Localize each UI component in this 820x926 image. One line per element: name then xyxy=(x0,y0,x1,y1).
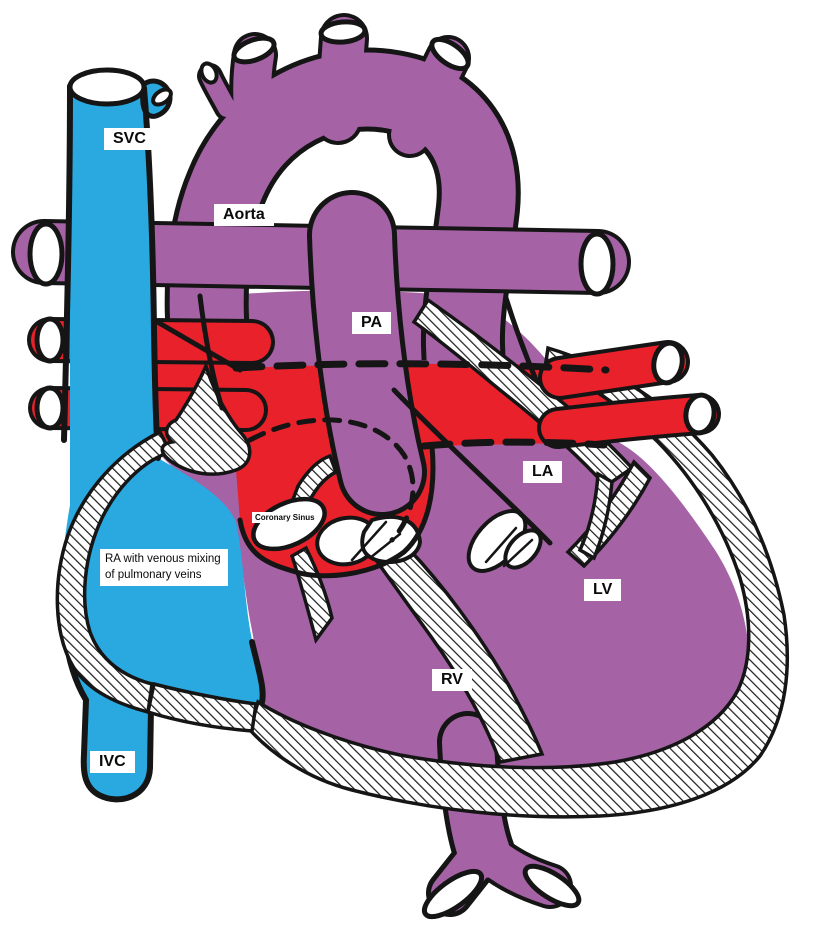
label-la: LA xyxy=(523,461,563,484)
label-svc: SVC xyxy=(104,128,155,151)
branch-opening xyxy=(231,35,277,65)
descending-aorta-edge xyxy=(503,295,539,383)
vessel-opening xyxy=(683,392,717,436)
left-pulmonary-veins xyxy=(537,340,721,449)
aorta-root-edge xyxy=(197,293,225,411)
vessel-opening xyxy=(34,316,66,364)
pulmonary-artery-trunk xyxy=(307,190,427,517)
right-atrium-blue xyxy=(62,86,263,800)
vessel-opening xyxy=(522,863,582,909)
wall-right-bottom xyxy=(248,345,789,819)
wall-la-lv-prong xyxy=(577,471,614,561)
vessel-opening xyxy=(34,385,66,431)
svc-red-boundary xyxy=(151,317,243,373)
dashed-lower-border xyxy=(420,438,608,450)
coronary-sinus-opening xyxy=(251,496,327,552)
vessel-opening xyxy=(578,231,616,297)
label-pa: PA xyxy=(352,312,392,335)
vessel-opening xyxy=(27,221,65,287)
label-ivc: IVC xyxy=(90,751,135,774)
branch-opening xyxy=(199,61,219,85)
branch-opening xyxy=(318,19,368,45)
atrium-red-lower-edge xyxy=(237,443,436,579)
la-lv-line xyxy=(391,387,553,546)
label-ra: RA with venous mixing of pulmonary veins xyxy=(100,549,228,587)
vessel-opening xyxy=(151,87,173,107)
label-lv: LV xyxy=(584,579,622,602)
dashed-boundaries xyxy=(232,360,610,543)
branch-opening xyxy=(429,36,471,72)
label-aorta: Aorta xyxy=(214,204,274,227)
dashed-upper-border xyxy=(232,360,610,374)
internal-lines xyxy=(151,293,553,579)
label-coronary-sinus: Coronary Sinus xyxy=(252,512,318,524)
svc-opening xyxy=(67,67,147,107)
descending-vessel xyxy=(421,711,582,920)
dashed-septal-arc xyxy=(247,417,416,543)
vessel-opening xyxy=(421,868,485,920)
interventricular-septum xyxy=(373,545,545,764)
wall-bottom-left xyxy=(145,681,258,733)
vessel-opening xyxy=(651,340,685,386)
label-rv: RV xyxy=(432,669,472,692)
crista-region xyxy=(160,361,252,476)
